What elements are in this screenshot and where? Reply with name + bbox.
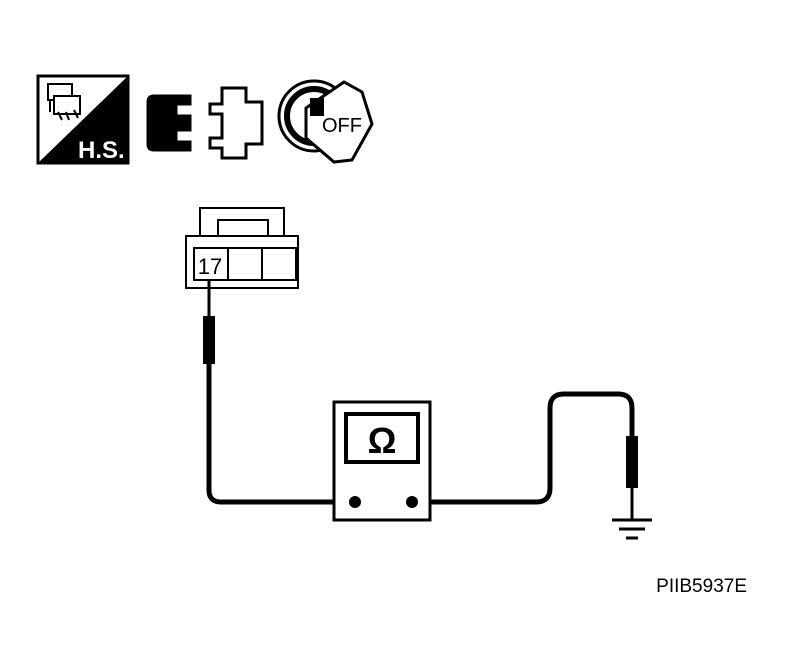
connector-housing: 17	[185, 207, 299, 289]
probe-wire-right	[412, 391, 638, 520]
hs-label: H.S.	[78, 137, 125, 164]
ground-symbol-icon	[612, 518, 652, 540]
ignition-off-label: OFF	[322, 115, 362, 137]
ignition-key-off-icon: OFF	[277, 79, 374, 164]
connector-disconnected-icon	[146, 86, 264, 160]
harness-connector-hs-icon: H.S.	[36, 74, 130, 165]
meter-terminal-right	[406, 496, 418, 508]
ohm-symbol: Ω	[368, 420, 397, 461]
figure-code: PIIB5937E	[656, 576, 747, 597]
meter-terminal-left	[349, 496, 361, 508]
ohmmeter: Ω	[332, 400, 432, 522]
terminal-number: 17	[198, 254, 222, 279]
probe-wire-left	[203, 280, 355, 505]
